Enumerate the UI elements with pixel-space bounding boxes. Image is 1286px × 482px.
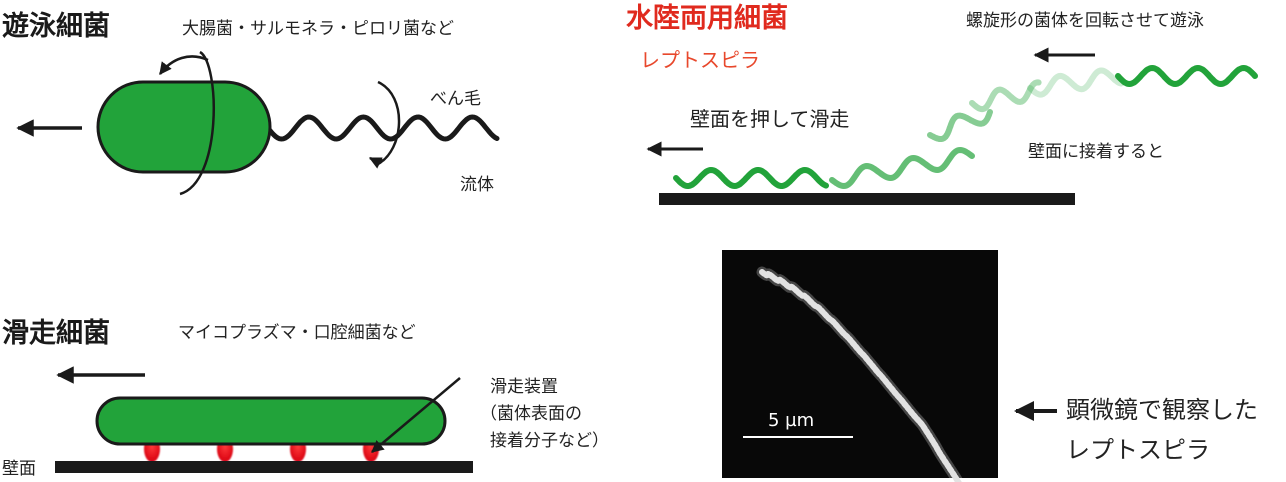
- swimming-cell-body: [96, 80, 272, 174]
- leptospira-contact: [829, 146, 975, 190]
- leptospira-swimming: [1115, 64, 1258, 88]
- micrograph-image: [722, 250, 998, 478]
- gliding-cell-body: [95, 396, 447, 446]
- flagellum-rotation-arrow: [368, 156, 385, 169]
- amphibious-panel: 水陸両用細菌 レプトスピラ 螺旋形の菌体を回転させて遊泳 壁面に接着すると 壁面…: [626, 3, 1258, 205]
- apparatus-label-line-2: （菌体表面の: [480, 404, 582, 424]
- wall-surface: [55, 461, 473, 473]
- swim-mode-label: 螺旋形の菌体を回転させて遊泳: [966, 11, 1204, 31]
- micrograph-leptospira-glow: [756, 266, 965, 482]
- scale-bar-label: 5 µm: [768, 410, 814, 431]
- micrograph-caption-line-2: レプトスピラ: [1066, 436, 1210, 464]
- amphibious-subtitle: レプトスピラ: [640, 48, 760, 72]
- gliding-panel: 滑走細菌 マイコプラズマ・口腔細菌など 壁面 滑走装置 （菌体表面の 接着分子な…: [2, 318, 609, 479]
- leptospira-transition-3: [927, 109, 993, 142]
- glide-mode-label: 壁面を押して滑走: [690, 107, 849, 131]
- gliding-title: 滑走細菌: [2, 318, 110, 349]
- apparatus-label-line-1: 滑走装置: [490, 377, 558, 397]
- swimming-panel: 遊泳細菌 大腸菌・サルモネラ・ピロリ菌など べん毛 流体: [2, 11, 500, 196]
- wall-label: 壁面: [2, 459, 36, 479]
- amphibious-title: 水陸両用細菌: [626, 3, 788, 34]
- leptospira-gliding: [673, 166, 829, 190]
- fluid-label: 流体: [460, 175, 494, 195]
- flagellum-rotation-curve: [377, 80, 401, 166]
- contact-label: 壁面に接着すると: [1028, 142, 1164, 162]
- micrograph-panel: 5 µm 顕微鏡で観察した レプトスピラ: [722, 250, 1258, 482]
- leptospira-transition-2: [969, 79, 1042, 113]
- flagellum-label: べん毛: [430, 89, 481, 109]
- swimming-title: 遊泳細菌: [2, 11, 110, 42]
- gliding-examples: マイコプラズマ・口腔細菌など: [178, 323, 416, 343]
- apparatus-label-line-3: 接着分子など）: [490, 431, 609, 451]
- leptospira-transition-1: [1027, 67, 1124, 98]
- leptospira-wall-surface: [659, 193, 1075, 205]
- micrograph-leptospira: [759, 269, 962, 482]
- body-rotation-arrow: [159, 55, 209, 75]
- flagellum: [265, 114, 500, 142]
- apparatus-pointer-arrow: [371, 377, 461, 453]
- body-rotation-curve: [179, 50, 215, 196]
- micrograph-caption-line-1: 顕微鏡で観察した: [1066, 396, 1258, 424]
- swimming-examples: 大腸菌・サルモネラ・ピロリ菌など: [182, 19, 454, 39]
